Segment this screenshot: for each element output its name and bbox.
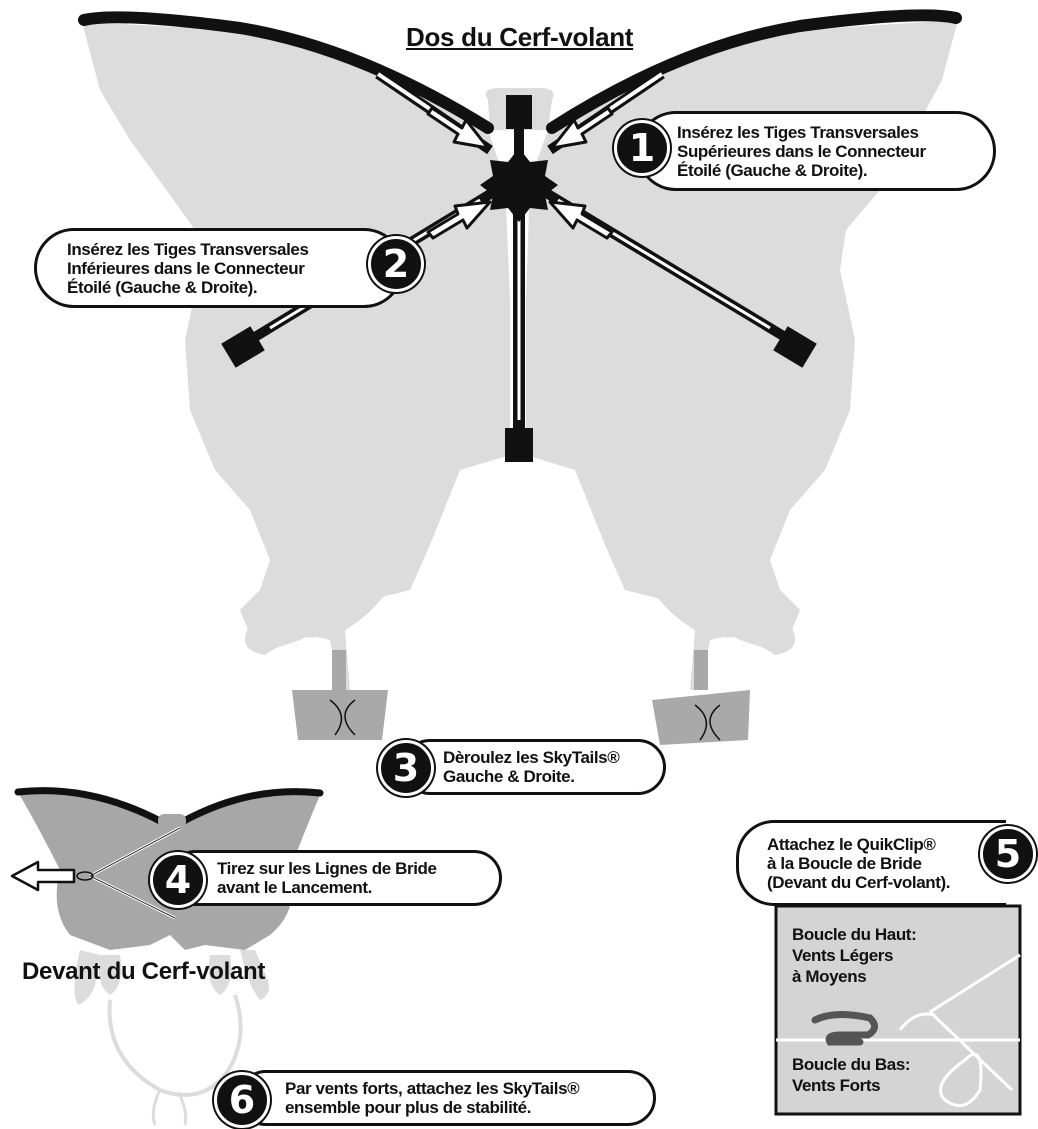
bottom-loop-label: Boucle du Bas: Vents Forts (792, 1055, 911, 1095)
insertion-arrows (426, 106, 614, 240)
front-view-title: Devant du Cerf-volant (22, 958, 266, 985)
step-5-number: 5 (980, 826, 1036, 882)
spine-top-cap (506, 95, 532, 129)
lower-left-end-cap (221, 326, 265, 368)
step-5-callout: Attachez le QuikClip® à la Boucle de Bri… (736, 820, 1006, 906)
step-4-number: 4 (150, 852, 206, 908)
step-6-callout: Par vents forts, attachez les SkyTails® … (238, 1070, 656, 1126)
step-2-callout: Insérez les Tiges Transversales Inférieu… (34, 228, 404, 308)
quikclip-icon (811, 1011, 878, 1046)
step-2-number: 2 (368, 236, 424, 292)
spine-end-cap (505, 428, 533, 462)
step-3-number: 3 (378, 740, 434, 796)
step-3-callout: Dèroulez les SkyTails® Gauche & Droite. (402, 739, 666, 795)
left-skytail (292, 690, 388, 740)
step-2-text: Insérez les Tiges Transversales Inférieu… (67, 239, 309, 297)
back-view-title: Dos du Cerf-volant (406, 22, 634, 52)
lower-right-end-cap (773, 326, 817, 368)
step-1-callout: Insérez les Tiges Transversales Supérieu… (636, 111, 996, 191)
step-1-number: 1 (614, 120, 670, 176)
leading-edge-spar (78, 11, 494, 134)
step-5-text: Attachez le QuikClip® à la Boucle de Bri… (767, 834, 951, 892)
step-3-text: Dèroulez les SkyTails® Gauche & Droite. (443, 748, 620, 786)
step-4-callout: Tirez sur les Lignes de Bride avant le L… (168, 850, 502, 906)
step-1-text: Insérez les Tiges Transversales Supérieu… (677, 122, 926, 180)
star-connector (480, 148, 558, 222)
step-6-text: Par vents forts, attachez les SkyTails® … (285, 1079, 580, 1117)
pull-arrow (10, 860, 76, 892)
top-loop-label: Boucle du Haut: Vents Légers à Moyens (792, 925, 917, 986)
kite-left-wing (82, 22, 510, 650)
step-4-text: Tirez sur les Lignes de Bride avant le L… (217, 859, 437, 897)
bridle-detail-box (774, 904, 1022, 1116)
step-6-number: 6 (214, 1072, 270, 1128)
right-skytail (652, 690, 750, 745)
skytails (292, 650, 750, 745)
